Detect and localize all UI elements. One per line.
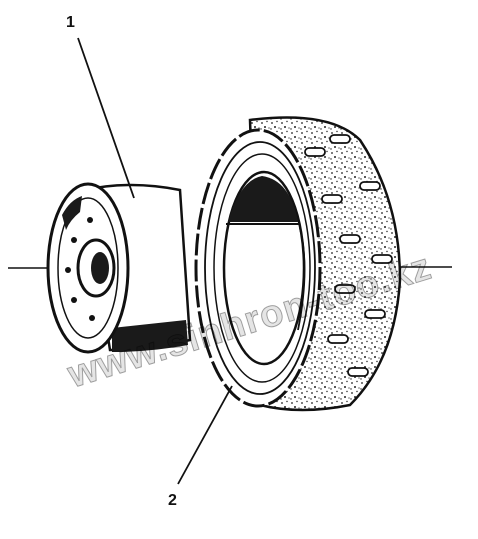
callout-2: 2 — [168, 492, 177, 509]
part-2-wheel — [194, 116, 402, 412]
leader-lines — [77, 37, 233, 485]
callout-1: 1 — [66, 14, 75, 31]
part-1-hub — [46, 182, 192, 354]
